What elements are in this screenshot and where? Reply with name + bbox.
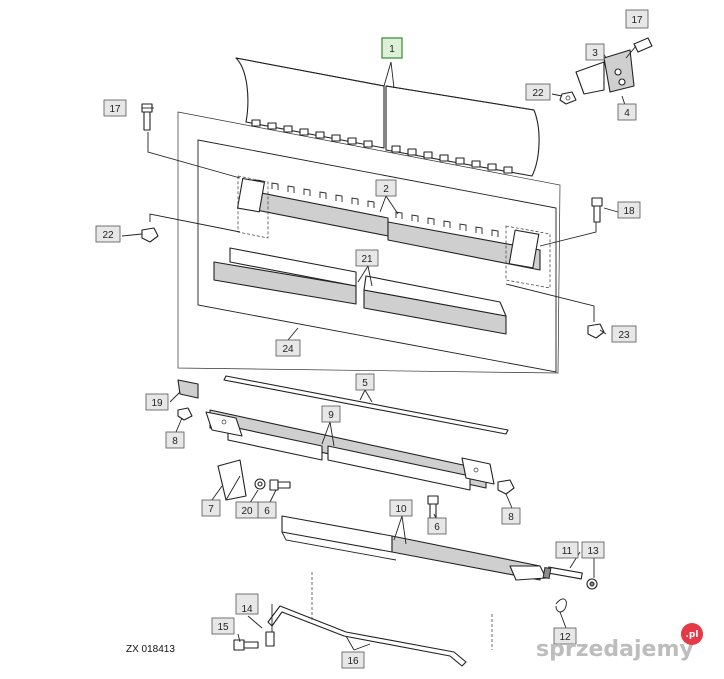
callout-7: 7 [201, 499, 221, 517]
bolt-18-right [539, 197, 603, 247]
callout-1-text: 1 [389, 44, 395, 55]
callout-2-text: 2 [383, 184, 389, 195]
callout-1: 1 [381, 37, 403, 59]
callout-13: 13 [581, 541, 605, 559]
callout-5: 5 [355, 373, 375, 391]
callout-4: 4 [617, 103, 637, 121]
nut-23-right [505, 283, 605, 339]
callout-5-text: 5 [362, 378, 368, 389]
support-bar [205, 409, 495, 491]
callout-15-text: 15 [217, 622, 229, 633]
callout-17-top: 17 [625, 9, 649, 29]
callout-22-left: 22 [95, 225, 121, 243]
detail-box-left [237, 175, 269, 239]
clip-19 [177, 379, 199, 399]
callout-8-left: 8 [165, 431, 185, 449]
bolt-17-top [625, 37, 653, 59]
bottom-bar [281, 515, 547, 581]
callout-22-top-text: 22 [532, 88, 544, 99]
rod [223, 375, 509, 435]
panel-outline [177, 111, 561, 374]
nut-8-right [497, 479, 515, 495]
strip-plate-left [213, 247, 357, 305]
callouts: 1 2 3 4 5 6 6 7 [95, 9, 649, 669]
callout-24: 24 [275, 339, 301, 357]
callout-11: 11 [555, 541, 579, 559]
callout-6-center: 6 [427, 517, 447, 535]
callout-3-text: 3 [592, 48, 598, 59]
reference-code: ZX 018413 [126, 644, 175, 655]
watermark-text: sprzedajemy [536, 637, 694, 662]
washer-20 [254, 478, 266, 490]
callout-20-text: 20 [241, 506, 253, 517]
callout-17-left: 17 [103, 99, 127, 117]
callout-17-left-text: 17 [109, 104, 121, 115]
callout-21-text: 21 [361, 254, 373, 265]
bolt-6-left [269, 479, 291, 491]
callout-6-left: 6 [257, 501, 277, 519]
washer-13 [586, 578, 598, 590]
nut-22-left [141, 213, 241, 243]
watermark-badge-text: .pl [686, 630, 699, 640]
callout-4-text: 4 [624, 108, 630, 119]
detail-box-right [505, 225, 551, 289]
bracket-7 [217, 459, 247, 501]
callout-18: 18 [617, 201, 641, 219]
callout-16: 16 [341, 651, 365, 669]
callout-18-text: 18 [623, 206, 635, 217]
callout-3: 3 [585, 43, 605, 61]
cotter-pin-12 [555, 598, 567, 613]
callout-9-text: 9 [328, 410, 334, 421]
callout-17-top-text: 17 [631, 15, 643, 26]
callout-6-center-text: 6 [434, 522, 440, 533]
watermark: sprzedajemy .pl [536, 623, 703, 662]
bolt-6-center [427, 495, 439, 519]
callout-20: 20 [235, 501, 259, 519]
callout-14: 14 [235, 593, 259, 615]
callout-14-text: 14 [241, 604, 253, 615]
callout-10: 10 [389, 499, 413, 517]
callout-8-left-text: 8 [172, 436, 178, 447]
callout-21: 21 [355, 249, 379, 267]
shield-slots [251, 119, 513, 174]
callout-12: 12 [553, 627, 577, 645]
callout-15: 15 [211, 617, 235, 635]
linkage [265, 572, 493, 667]
callout-23-text: 23 [618, 330, 630, 341]
callout-19: 19 [145, 393, 169, 411]
shield-deflector [235, 57, 540, 177]
callout-23: 23 [611, 325, 637, 343]
callout-24-text: 24 [282, 344, 294, 355]
callout-9: 9 [321, 405, 341, 423]
callout-19-text: 19 [151, 398, 163, 409]
comb-bracket-left [236, 177, 389, 237]
callout-22-left-text: 22 [102, 230, 114, 241]
hinge-bracket [575, 49, 635, 95]
callout-8-right: 8 [501, 507, 521, 525]
callout-2: 2 [375, 179, 397, 197]
nut-22-top [559, 91, 577, 105]
callout-8-right-text: 8 [508, 512, 514, 523]
bolt-15 [233, 639, 259, 651]
strip-plate-right [363, 275, 507, 335]
callout-22-top: 22 [525, 83, 551, 101]
callout-12-text: 12 [559, 632, 571, 643]
callout-13-text: 13 [587, 546, 599, 557]
callout-11-text: 11 [562, 546, 573, 557]
bolt-17-left [141, 103, 241, 179]
watermark-badge [681, 623, 703, 645]
nut-8-left [177, 407, 193, 421]
leader-lines [121, 43, 627, 651]
comb-bracket-right [387, 211, 541, 271]
pin-11 [542, 566, 583, 580]
callout-10-text: 10 [395, 504, 407, 515]
callout-16-text: 16 [347, 656, 359, 667]
callout-7-text: 7 [208, 504, 214, 515]
callout-6-left-text: 6 [264, 506, 270, 517]
